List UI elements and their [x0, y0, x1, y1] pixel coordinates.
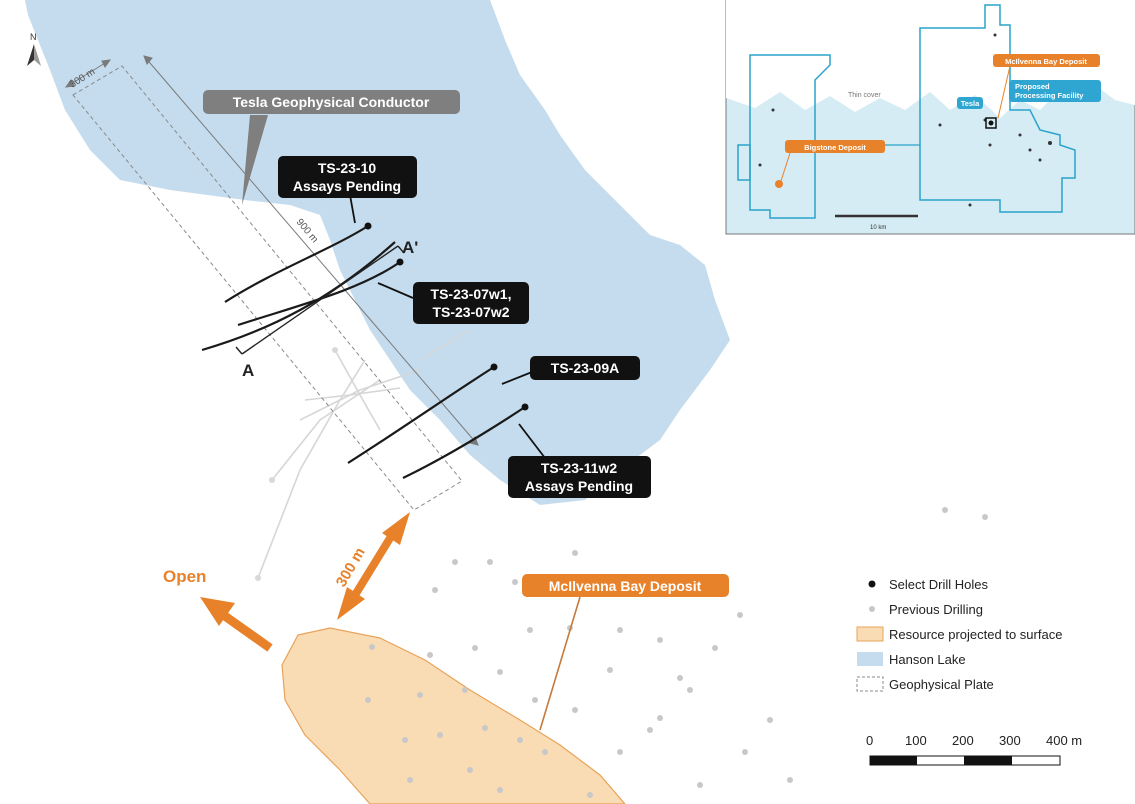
previous-drilling-dots	[365, 507, 988, 798]
resource-area	[281, 627, 626, 804]
scale-bar: 0 100 200 300 400 m	[866, 733, 1082, 766]
deposit-label: McIlvenna Bay Deposit	[549, 578, 702, 594]
previous-drill-collars-faint	[255, 347, 338, 581]
callout-ts-23-10: TS-23-10 Assays Pending	[278, 156, 417, 224]
inset-bigstone-label: Bigstone Deposit	[804, 143, 866, 152]
legend-label-previous: Previous Drilling	[889, 602, 983, 617]
legend-lake-swatch	[857, 652, 883, 666]
deposit-callout: McIlvenna Bay Deposit	[522, 574, 729, 731]
extension-arrow-icon	[337, 512, 410, 620]
hanson-lake	[25, 0, 730, 505]
ts-23-10-label-line2: Assays Pending	[293, 178, 401, 194]
inset-facility-line1: Proposed	[1015, 82, 1050, 91]
plate-length-label: 900 m	[294, 217, 320, 245]
legend-label-select: Select Drill Holes	[889, 577, 988, 592]
scale-tick-0: 0	[866, 733, 873, 748]
select-drill-traces	[201, 225, 526, 479]
inset-tesla-label: Tesla	[961, 99, 980, 108]
inset-map: Thin cover McIlvenna Bay Deposit Tesla P…	[725, 0, 1135, 235]
plate-dimension-lines	[64, 55, 479, 446]
scale-tick-400: 400 m	[1046, 733, 1082, 748]
ts-23-07-label-line1: TS-23-07w1,	[431, 286, 512, 302]
north-arrow-icon: N	[27, 32, 41, 66]
ts-23-07-label-line2: TS-23-07w2	[432, 304, 509, 320]
section-line	[235, 245, 405, 355]
legend-resource-swatch	[856, 626, 884, 642]
open-label: Open	[163, 567, 206, 586]
section-a-label: A	[242, 361, 254, 380]
callout-ts-23-09a: TS-23-09A	[501, 356, 640, 385]
legend-grey-dot-icon	[869, 606, 875, 612]
section-a-prime-label: A'	[402, 238, 418, 257]
scale-tick-100: 100	[905, 733, 927, 748]
inset-mcilvenna-label: McIlvenna Bay Deposit	[1005, 57, 1087, 66]
scale-tick-200: 200	[952, 733, 974, 748]
select-drill-collars	[364, 222, 529, 411]
geophysical-plate	[72, 65, 463, 511]
callout-ts-23-07: TS-23-07w1, TS-23-07w2	[377, 282, 529, 324]
legend-black-dot-icon	[868, 580, 876, 588]
previous-drill-traces	[257, 329, 471, 579]
scale-tick-300: 300	[999, 733, 1021, 748]
callout-ts-23-11w2: TS-23-11w2 Assays Pending	[508, 423, 651, 498]
ts-23-11w2-label-line1: TS-23-11w2	[541, 460, 617, 476]
legend-label-lake: Hanson Lake	[889, 652, 966, 667]
ts-23-10-label-line1: TS-23-10	[318, 160, 377, 176]
conductor-callout: Tesla Geophysical Conductor	[203, 90, 460, 205]
legend-label-resource: Resource projected to surface	[889, 627, 1062, 642]
legend-plate-swatch	[856, 676, 884, 692]
inset-facility-line2: Processing Facility	[1015, 91, 1084, 100]
legend-label-plate: Geophysical Plate	[889, 677, 994, 692]
ts-23-11w2-label-line2: Assays Pending	[525, 478, 633, 494]
inset-scale-label: 10 km	[870, 225, 886, 231]
inset-thin-cover-label: Thin cover	[848, 92, 881, 99]
legend: Select Drill Holes Previous Drilling Res…	[856, 577, 1062, 692]
north-label: N	[30, 32, 37, 42]
open-arrow-icon	[200, 597, 273, 652]
conductor-label: Tesla Geophysical Conductor	[233, 94, 430, 110]
ts-23-09a-label: TS-23-09A	[551, 360, 619, 376]
